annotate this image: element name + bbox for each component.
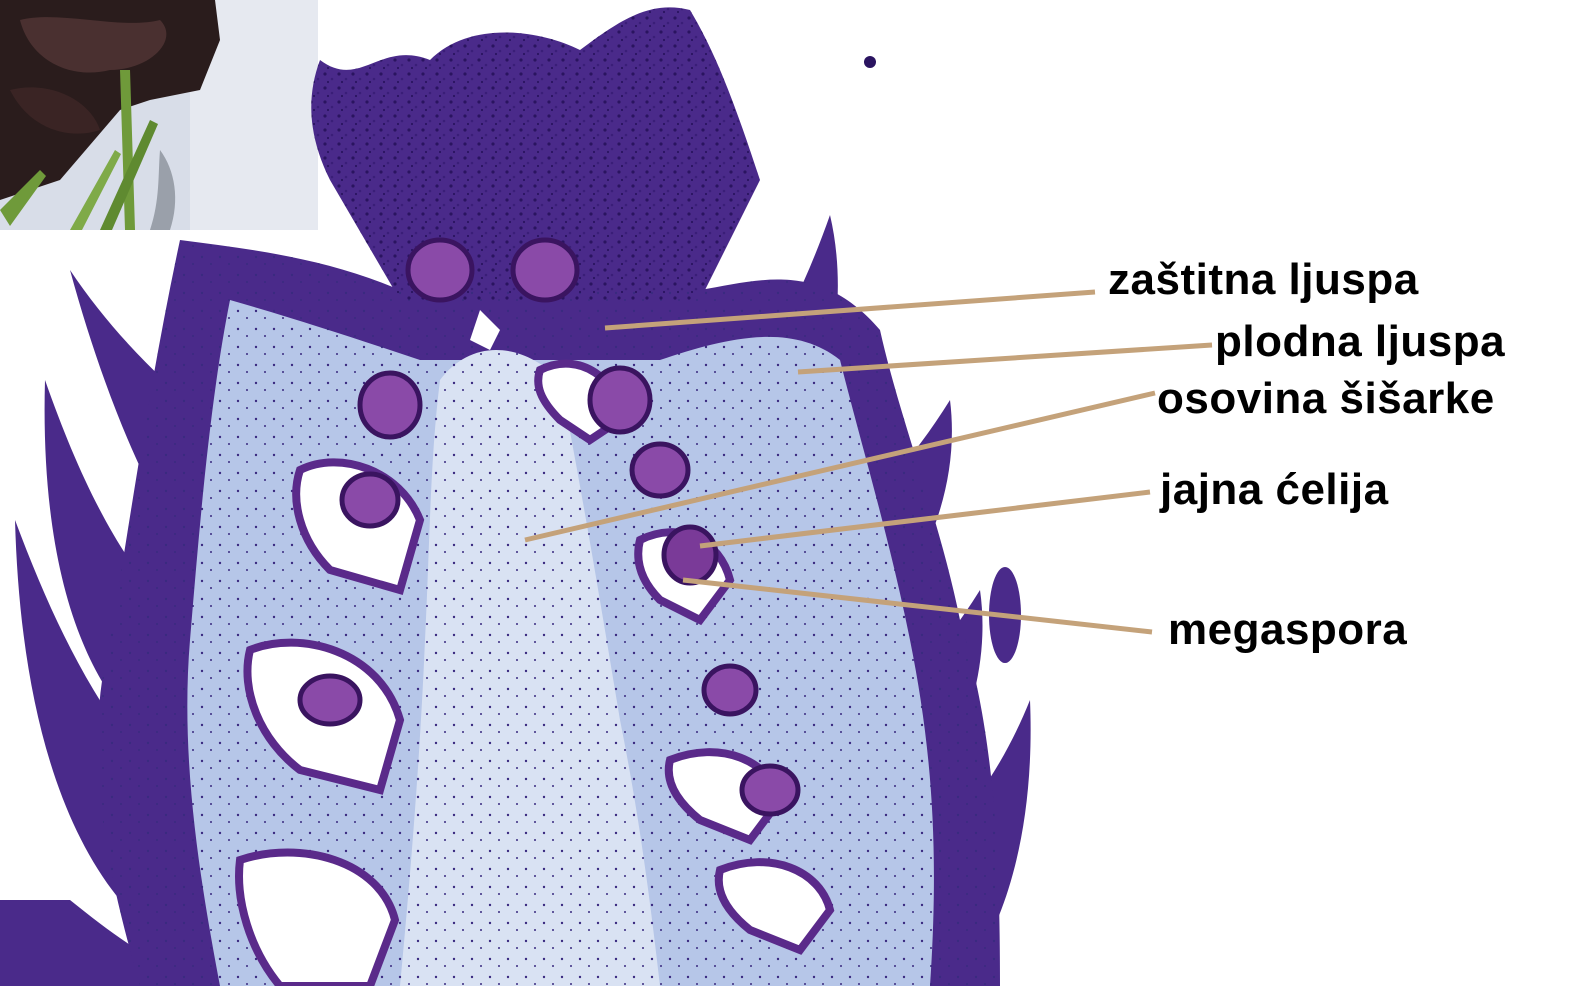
label-fertile-scale: plodna ljuspa [1215, 320, 1505, 364]
label-egg-cell: jajna ćelija [1160, 468, 1389, 512]
inset-cone-photo [0, 0, 318, 230]
label-megaspore: megaspora [1168, 608, 1407, 652]
label-cone-axis: osovina šišarke [1157, 377, 1495, 421]
label-protective-scale: zaštitna ljuspa [1108, 258, 1419, 302]
